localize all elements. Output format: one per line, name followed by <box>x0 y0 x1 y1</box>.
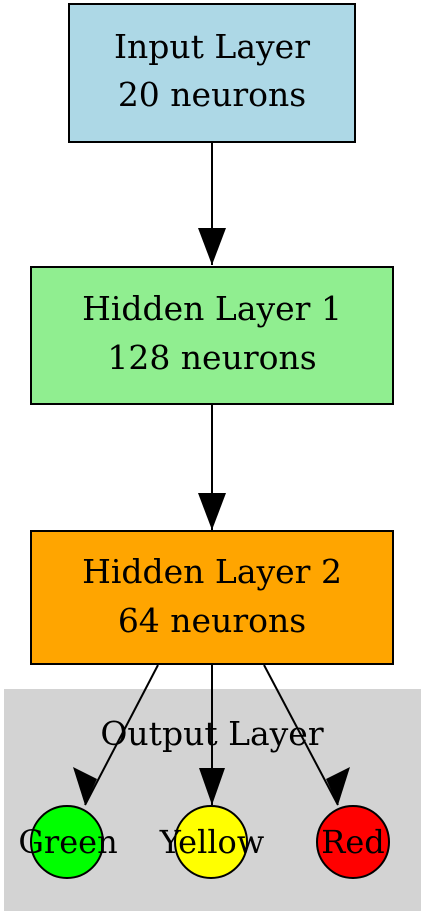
output-node-green: Green <box>18 805 118 879</box>
arrowhead-red <box>326 767 350 805</box>
output-circle-green <box>30 805 104 879</box>
edge-hidden2-green <box>84 664 159 806</box>
output-label-red: Red <box>321 823 385 861</box>
hidden-layer-1-neurons: 128 neurons <box>107 338 316 377</box>
input-layer-title: Input Layer <box>114 27 310 66</box>
input-layer-node: Input Layer 20 neurons <box>68 3 356 143</box>
edges <box>73 143 350 806</box>
input-layer-neurons: 20 neurons <box>118 75 306 114</box>
input-layer-box <box>68 3 356 143</box>
output-label-yellow: Yellow <box>159 823 264 861</box>
hidden-layer-2-neurons: 64 neurons <box>118 601 306 640</box>
output-node-yellow: Yellow <box>159 805 264 879</box>
hidden-layer-2-node: Hidden Layer 2 64 neurons <box>30 530 394 665</box>
arrowhead-green <box>73 767 97 805</box>
output-node-red: Red <box>316 805 390 879</box>
hidden-layer-1-node: Hidden Layer 1 128 neurons <box>30 266 394 405</box>
arrowhead-hidden2 <box>198 493 226 530</box>
edge-hidden2-red <box>263 664 339 806</box>
hidden-layer-2-box <box>30 530 394 665</box>
arrowhead-hidden1 <box>198 228 226 265</box>
arrowhead-yellow <box>199 768 225 805</box>
output-label-green: Green <box>18 823 117 861</box>
output-circle-yellow <box>174 805 248 879</box>
output-circle-red <box>316 805 390 879</box>
hidden-layer-1-box <box>30 266 394 405</box>
hidden-layer-1-title: Hidden Layer 1 <box>82 289 342 328</box>
hidden-layer-2-title: Hidden Layer 2 <box>82 552 342 591</box>
